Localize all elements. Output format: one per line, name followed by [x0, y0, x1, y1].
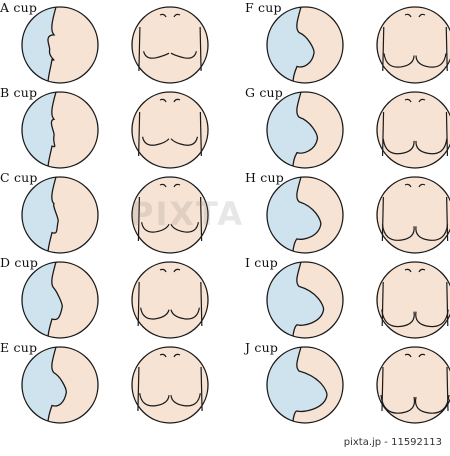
right-breast-line	[415, 138, 448, 155]
side-view-circle	[21, 6, 99, 84]
side-view-circle	[21, 176, 99, 254]
right-breast-line	[170, 51, 197, 59]
front-view-circle	[376, 261, 450, 339]
profile-line	[292, 7, 315, 83]
left-breast-line	[381, 224, 415, 241]
front-view-circle	[376, 346, 450, 424]
side-view-circle	[21, 346, 99, 424]
profile-line	[47, 177, 59, 253]
right-breast-line	[414, 394, 450, 414]
side-view	[267, 177, 343, 253]
side-view-circle	[266, 261, 344, 339]
profile-line	[292, 262, 325, 338]
left-breast-line	[139, 393, 170, 407]
profile-line	[292, 347, 328, 423]
profile-line	[47, 7, 57, 83]
side-view	[22, 262, 98, 338]
front-view-lines	[381, 98, 449, 157]
side-view	[267, 92, 343, 168]
side-view-circle	[266, 6, 344, 84]
left-breast-line	[382, 138, 415, 155]
front-view-circle	[131, 346, 209, 424]
profile-line	[47, 347, 68, 423]
front-view-lines	[137, 268, 203, 327]
front-view-circle	[376, 176, 450, 254]
side-view	[22, 7, 98, 83]
front-view-lines	[137, 183, 203, 242]
watermark: PIXTA	[130, 195, 245, 233]
side-view-circle	[21, 261, 99, 339]
side-view	[267, 262, 343, 338]
left-breast-line	[141, 222, 170, 233]
front-view-lines	[380, 353, 450, 414]
front-view-circle	[131, 91, 209, 169]
front-view-lines	[137, 353, 203, 412]
cup-label: B cup	[0, 85, 38, 100]
side-view	[267, 7, 343, 83]
cup-label: C cup	[0, 170, 38, 185]
right-breast-line	[170, 307, 200, 320]
side-view	[267, 347, 343, 423]
cup-label: D cup	[0, 255, 39, 270]
profile-line	[292, 177, 322, 253]
cup-label: H cup	[245, 170, 284, 185]
cup-label: G cup	[245, 85, 284, 100]
profile-line	[47, 92, 57, 168]
right-breast-line	[170, 393, 201, 407]
cup-label: F cup	[245, 0, 282, 15]
right-breast-line	[170, 222, 199, 233]
front-view-circle	[131, 6, 209, 84]
cup-label: A cup	[0, 0, 38, 15]
right-breast-line	[170, 136, 199, 146]
right-breast-line	[415, 53, 447, 68]
side-view	[22, 347, 98, 423]
left-breast-line	[381, 309, 415, 328]
left-breast-line	[380, 394, 416, 414]
profile-line	[47, 262, 63, 338]
left-breast-line	[141, 136, 170, 146]
left-breast-line	[143, 51, 170, 59]
front-view-lines	[138, 13, 202, 72]
cup-label: J cup	[245, 340, 279, 355]
front-view-circle	[131, 261, 209, 339]
front-view-circle	[376, 6, 450, 84]
side-view	[22, 177, 98, 253]
side-view-circle	[21, 91, 99, 169]
front-view-lines	[138, 98, 202, 157]
right-breast-line	[415, 224, 449, 241]
front-view-circle	[131, 176, 209, 254]
cup-label: I cup	[245, 255, 278, 270]
front-view-lines	[382, 13, 448, 72]
left-breast-line	[383, 53, 415, 68]
front-view-lines	[381, 183, 449, 242]
side-view-circle	[266, 91, 344, 169]
side-view-circle	[266, 176, 344, 254]
front-view-circle	[376, 91, 450, 169]
profile-line	[292, 92, 319, 168]
left-breast-line	[140, 307, 170, 320]
side-view-circle	[266, 346, 344, 424]
image-id-footer: pixta.jp - 11592113	[343, 437, 442, 448]
front-view-lines	[381, 268, 449, 328]
right-breast-line	[415, 309, 449, 328]
side-view	[22, 92, 98, 168]
cup-label: E cup	[0, 340, 38, 355]
